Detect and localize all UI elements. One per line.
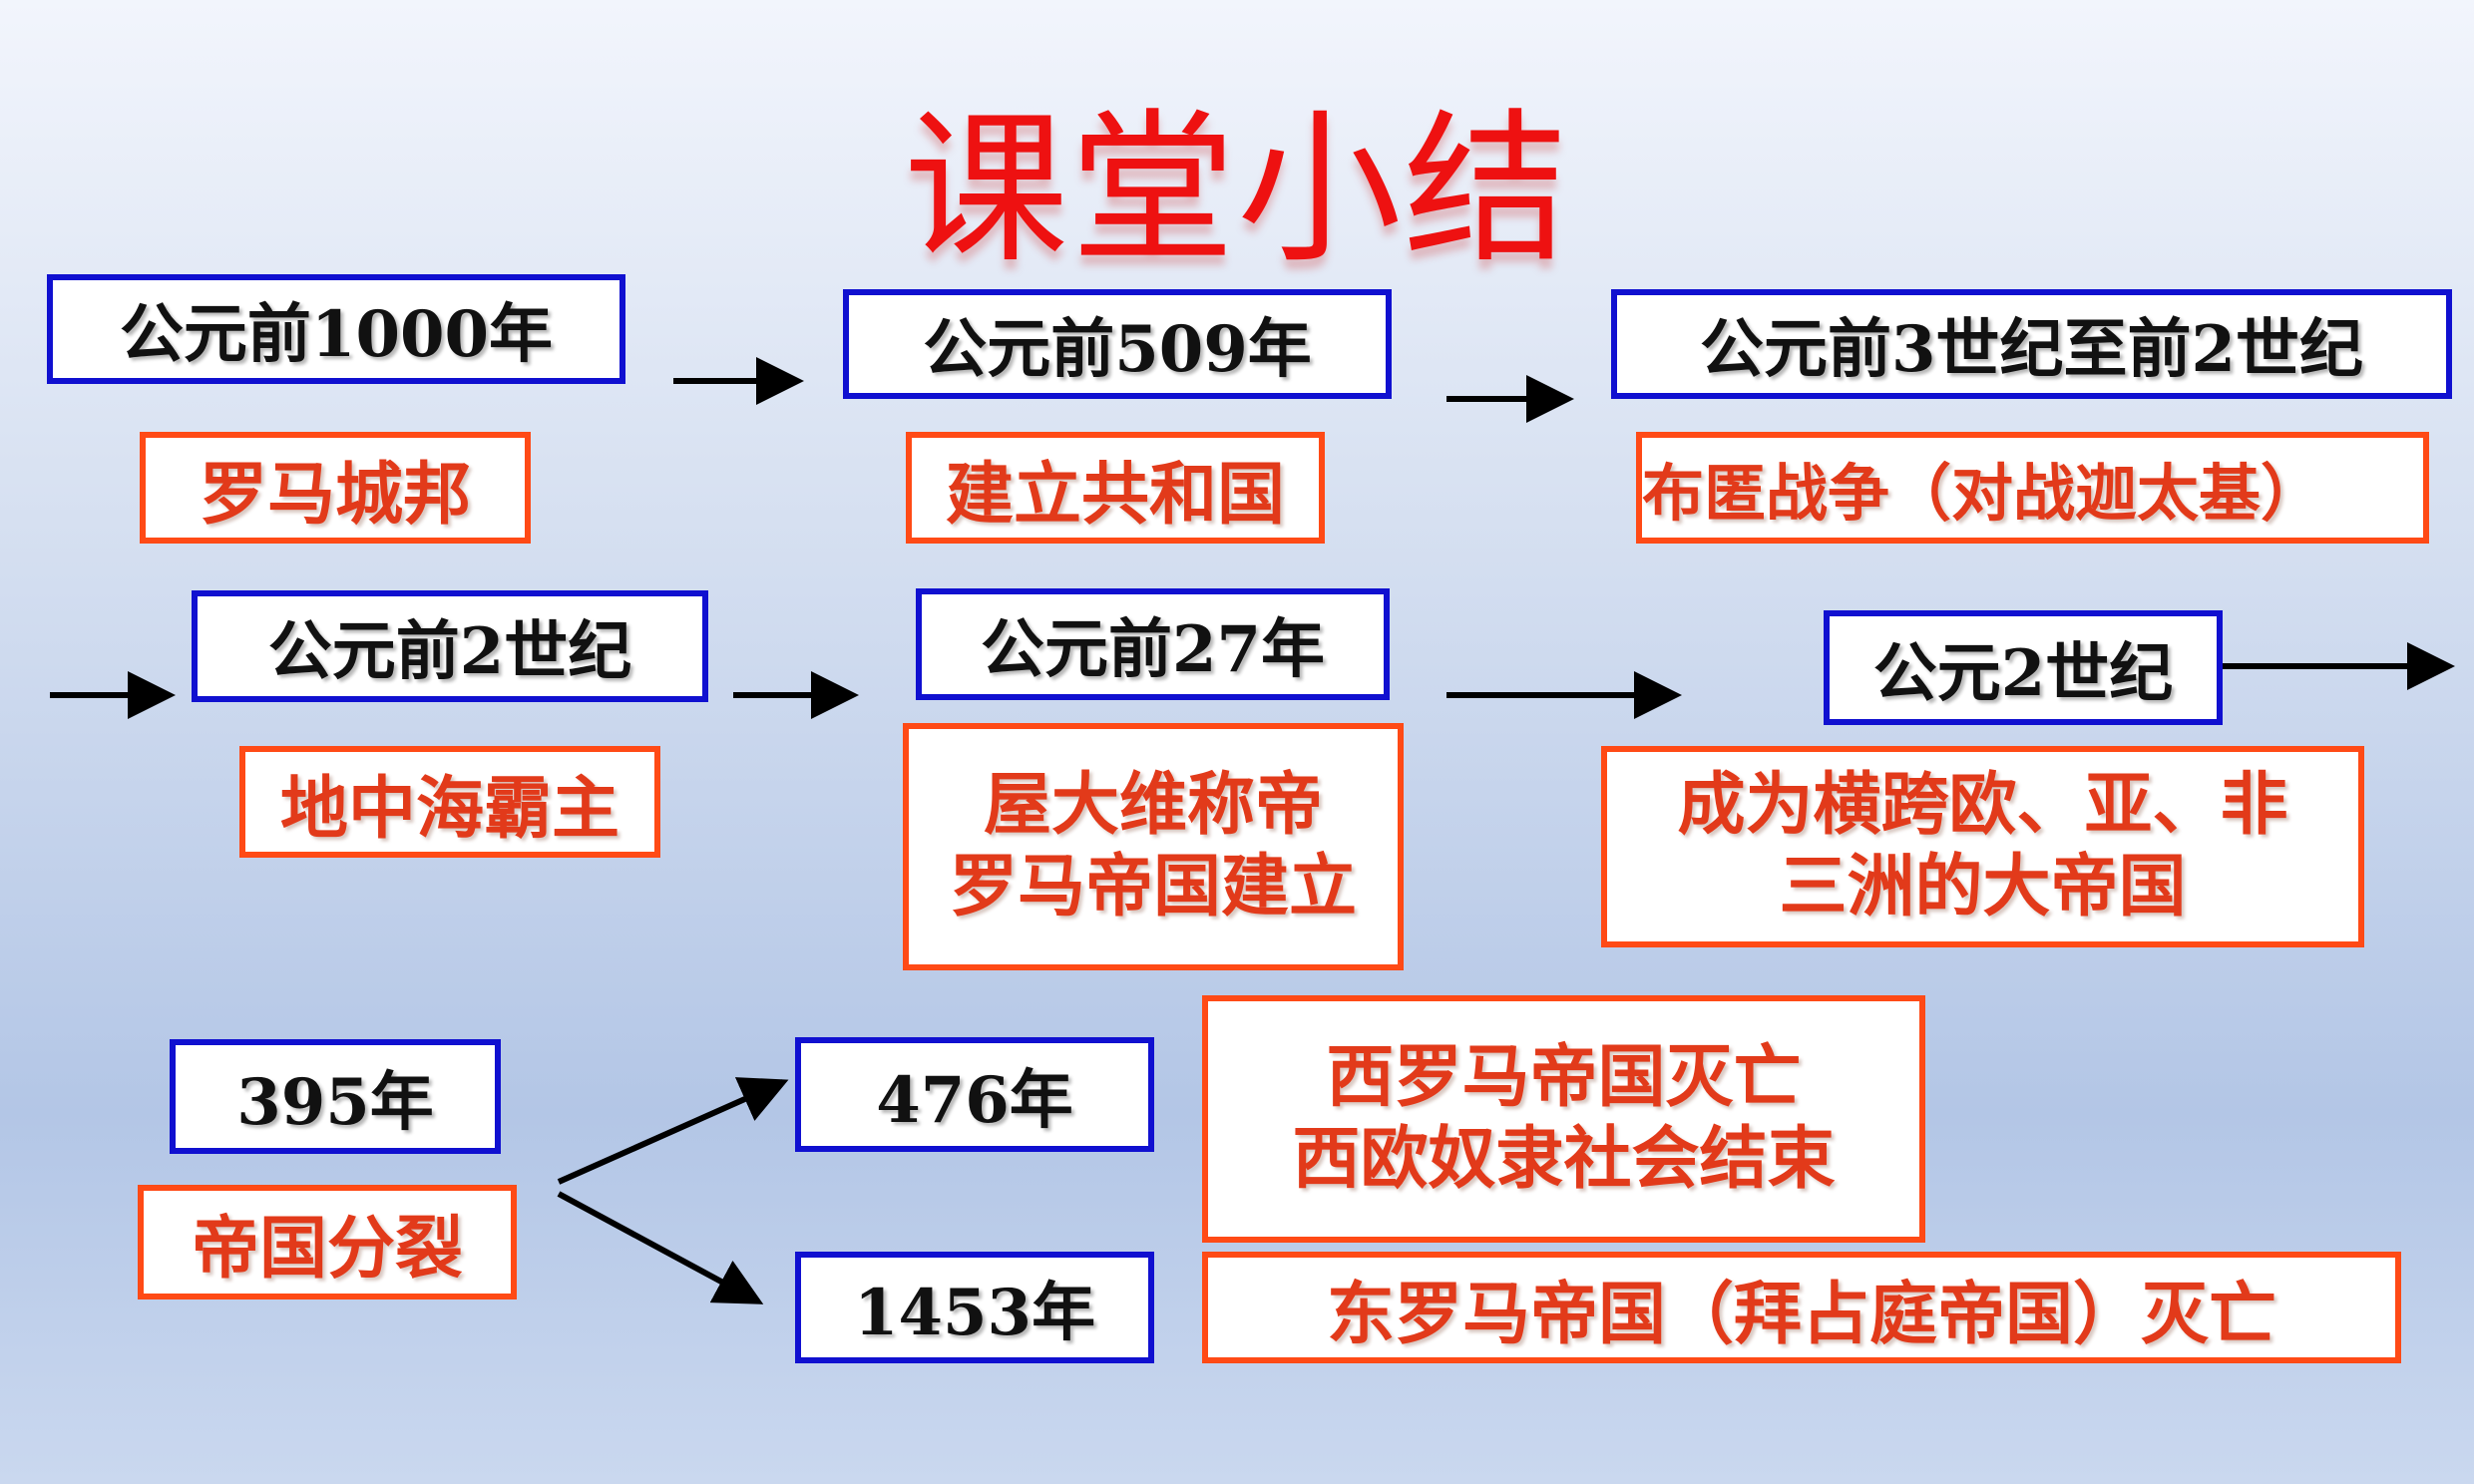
event-line: 罗马帝国建立 [949, 848, 1357, 927]
date-label: 395年 [236, 1064, 434, 1140]
date-box-2nd-century-bc: 公元前2世纪 [192, 590, 708, 702]
event-line: 西罗马帝国灭亡 [1326, 1038, 1802, 1118]
date-box-395: 395年 [170, 1039, 501, 1154]
date-box-27bc: 公元前27年 [916, 588, 1390, 700]
event-box-western-empire-fall: 西罗马帝国灭亡 西欧奴隶社会结束 [1202, 995, 1925, 1243]
date-label: 476年 [876, 1062, 1073, 1138]
event-label: 帝国分裂 [191, 1210, 463, 1289]
event-line: 三洲的大帝国 [1779, 848, 2187, 927]
event-label: 建立共和国 [945, 455, 1285, 535]
date-label: 公元前509年 [923, 312, 1312, 387]
event-label: 东罗马帝国（拜占庭帝国）灭亡 [1326, 1275, 2276, 1354]
arrow-395-to-1453 [557, 1191, 764, 1304]
date-label: 公元2世纪 [1872, 635, 2174, 711]
date-box-476: 476年 [795, 1037, 1154, 1152]
event-box-eastern-empire-fall: 东罗马帝国（拜占庭帝国）灭亡 [1202, 1252, 2401, 1363]
event-label: 罗马城邦 [199, 455, 471, 535]
date-box-1000bc: 公元前1000年 [47, 274, 625, 384]
event-label: 布匿战争（对战迦太基） [1642, 457, 2323, 530]
date-label: 公元前1000年 [119, 297, 554, 372]
date-box-1453: 1453年 [795, 1252, 1154, 1363]
arrow-395-to-476 [557, 1077, 789, 1185]
event-line: 屋大维称帝 [983, 766, 1323, 846]
event-box-roman-city-state: 罗马城邦 [140, 432, 531, 544]
event-box-punic-wars: 布匿战争（对战迦太基） [1636, 432, 2429, 544]
page-title: 课堂小结 [904, 94, 1570, 285]
event-box-roman-empire-founded: 屋大维称帝 罗马帝国建立 [903, 723, 1404, 970]
date-label: 1453年 [853, 1276, 1096, 1350]
event-label: 地中海霸主 [279, 769, 619, 849]
date-label: 公元前2世纪 [267, 614, 632, 689]
event-box-transcontinental-empire: 成为横跨欧、亚、非 三洲的大帝国 [1601, 746, 2364, 947]
event-line: 西欧奴隶社会结束 [1292, 1120, 1836, 1199]
date-label: 公元前27年 [980, 612, 1326, 687]
date-box-3rd-2nd-century-bc: 公元前3世纪至前2世纪 [1611, 289, 2452, 399]
event-line: 成为横跨欧、亚、非 [1677, 766, 2288, 846]
event-box-republic: 建立共和国 [906, 432, 1325, 544]
event-box-empire-split: 帝国分裂 [138, 1185, 517, 1299]
event-box-mediterranean-hegemon: 地中海霸主 [239, 746, 660, 858]
date-box-2nd-century-ad: 公元2世纪 [1824, 610, 2223, 725]
date-label: 公元前3世纪至前2世纪 [1699, 312, 2364, 387]
date-box-509bc: 公元前509年 [843, 289, 1392, 399]
